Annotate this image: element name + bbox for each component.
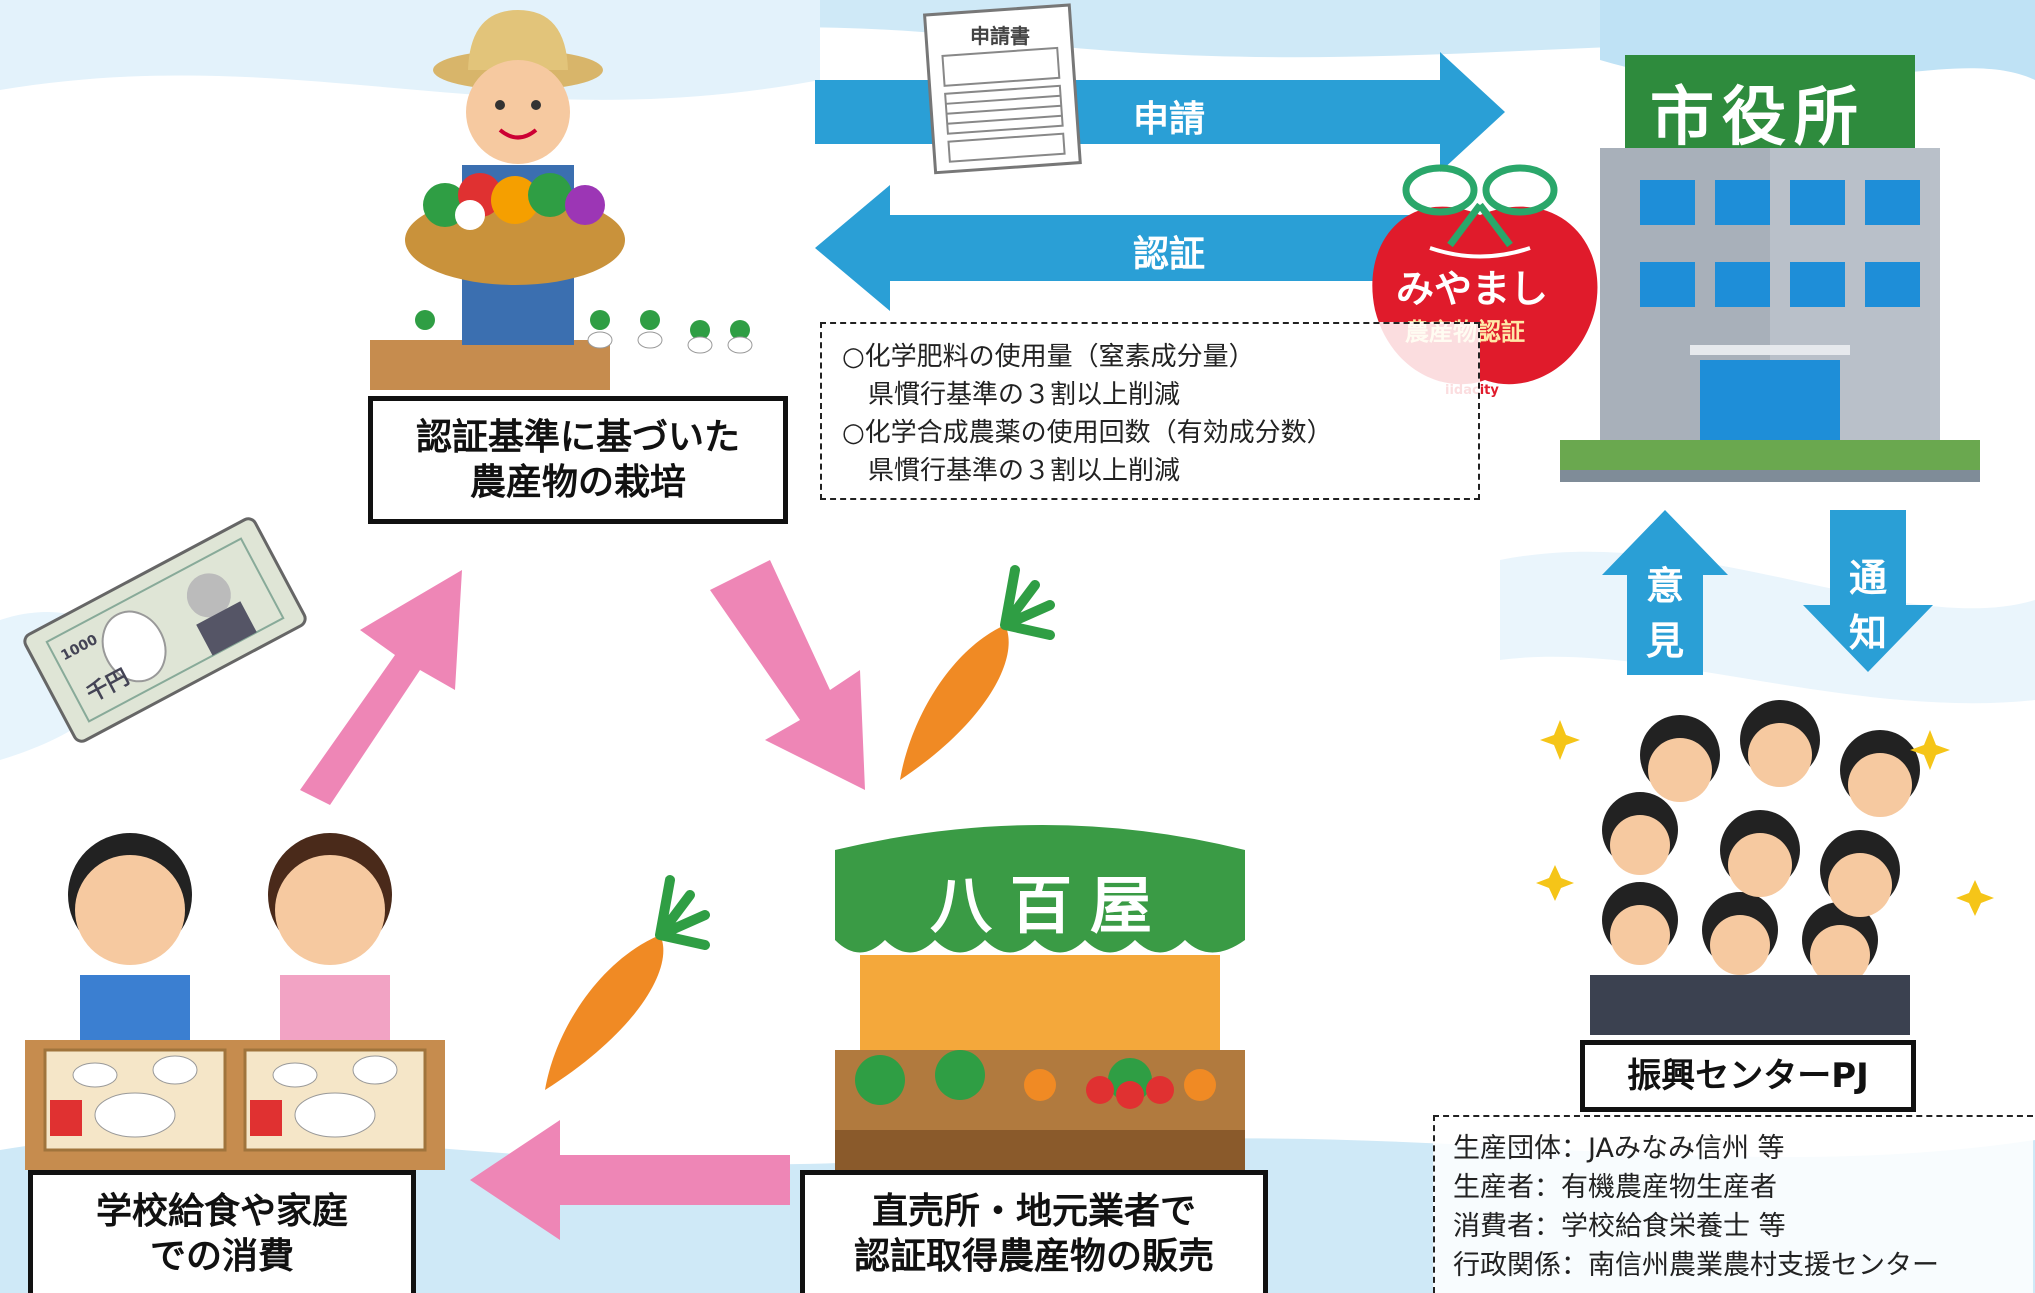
farmer-illustration [370, 10, 753, 390]
apply-label: 申請 [1133, 99, 1206, 140]
carrot-icon [900, 565, 1055, 780]
shop-caption: 直売所・地元業者で認証取得農産物の販売 [800, 1170, 1268, 1293]
member-line: 生産者：有機農産物生産者 [1453, 1172, 1777, 1203]
city-hall-sign: 市役所 [1650, 81, 1866, 155]
opinion-arrow [1602, 510, 1728, 675]
sell-arrow [470, 1120, 790, 1240]
opinion-label: 意見 [1645, 564, 1684, 663]
criteria-line: 県慣行基準の３割以上削減 [842, 380, 1181, 410]
certify-label: 認証 [1133, 234, 1206, 275]
project-team-illustration [1536, 700, 1994, 1035]
certify-arrow [815, 185, 1440, 311]
farmer-caption: 認証基準に基づいた農産物の栽培 [368, 396, 788, 524]
member-line: 生産団体：JAみなみ信州 等 [1453, 1133, 1785, 1164]
application-form-icon [922, 3, 1082, 175]
shop-sign: 八百屋 [930, 869, 1171, 942]
member-line: 行政関係：南信州農業農村支援センター [1453, 1250, 1939, 1281]
badge-line1: みやまし [1396, 267, 1549, 311]
return-arrow [300, 570, 462, 805]
city-hall-icon [1560, 55, 1980, 482]
consumer-caption: 学校給食や家庭での消費 [28, 1170, 416, 1293]
criteria-line: ○化学肥料の使用量（窒素成分量） [842, 342, 1255, 372]
certification-criteria: ○化学肥料の使用量（窒素成分量） 県慣行基準の３割以上削減 ○化学合成農薬の使用… [820, 322, 1480, 500]
greengrocer-shop-illustration [835, 825, 1245, 1175]
application-form-title: 申請書 [970, 24, 1030, 48]
notify-label: 通知 [1848, 556, 1887, 655]
criteria-line: ○化学合成農薬の使用回数（有効成分数） [842, 418, 1333, 448]
carrot-icon [545, 875, 710, 1090]
ship-arrow [710, 560, 865, 790]
banknote-icon [23, 517, 307, 743]
notify-arrow [1803, 510, 1933, 672]
member-line: 消費者：学校給食栄養士 等 [1453, 1211, 1786, 1242]
project-caption: 振興センターPJ [1580, 1040, 1916, 1112]
project-members: 生産団体：JAみなみ信州 等 生産者：有機農産物生産者 消費者：学校給食栄養士 … [1433, 1115, 2033, 1293]
children-lunch-illustration [25, 833, 445, 1170]
criteria-line: 県慣行基準の３割以上削減 [842, 456, 1181, 486]
